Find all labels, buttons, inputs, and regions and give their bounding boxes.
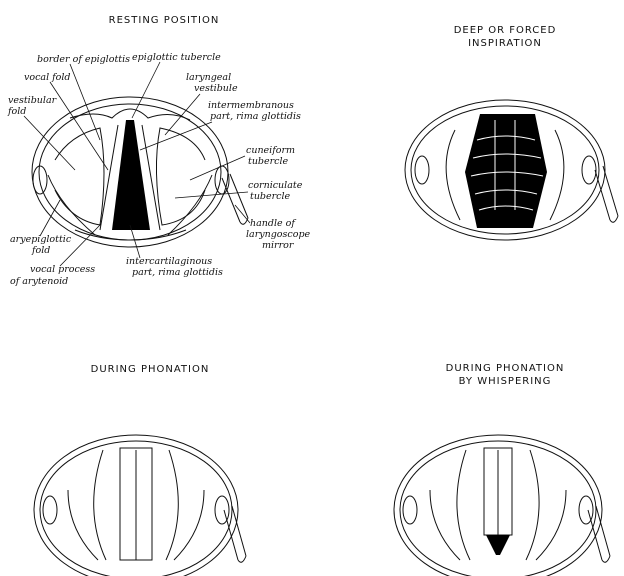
- deep-inspiration-diagram: [395, 90, 624, 250]
- label-mirror: mirror: [262, 240, 295, 251]
- label-vestibule: vestibule: [194, 83, 238, 94]
- whisper-diagram: [390, 410, 624, 576]
- phonation-diagram: [28, 410, 258, 576]
- label-handle-of: handle of: [250, 218, 296, 229]
- label-vestibular: vestibular: [8, 95, 58, 106]
- label-aryepiglottic-fold: fold: [31, 245, 50, 256]
- label-of-arytenoid: of arytenoid: [10, 276, 68, 287]
- label-intercartilaginous: intercartilaginous: [126, 256, 212, 267]
- label-border-of-epiglottis: border of epiglottis: [37, 54, 130, 65]
- label-vocal-fold: vocal fold: [24, 72, 70, 83]
- resting-title: RESTING POSITION: [84, 14, 244, 27]
- label-intermembranous: intermembranous: [208, 100, 294, 111]
- label-cuneiform-tubercle: tubercle: [248, 156, 289, 167]
- phonation-title: DURING PHONATION: [70, 363, 230, 376]
- label-vestibular-fold: fold: [7, 106, 26, 117]
- label-corniculate-tubercle: tubercle: [250, 191, 291, 202]
- label-vocal-process: vocal process: [30, 264, 95, 275]
- label-epiglottic-tubercle: epiglottic tubercle: [132, 52, 221, 63]
- label-intercartilaginous-part: part, rima glottidis: [132, 267, 223, 278]
- whisper-title: DURING PHONATION BY WHISPERING: [420, 362, 590, 388]
- deep-inspiration-title: DEEP OR FORCED INSPIRATION: [420, 24, 590, 50]
- label-aryepiglottic: aryepiglottic: [10, 234, 72, 245]
- resting-position-diagram: border of epiglottis epiglottic tubercle…: [0, 40, 330, 320]
- label-laryngoscope: laryngoscope: [246, 229, 311, 240]
- label-laryngeal: laryngeal: [186, 72, 231, 83]
- label-intermembranous-part: part, rima glottidis: [210, 111, 301, 122]
- label-cuneiform: cuneiform: [246, 145, 295, 156]
- label-corniculate: corniculate: [248, 180, 303, 191]
